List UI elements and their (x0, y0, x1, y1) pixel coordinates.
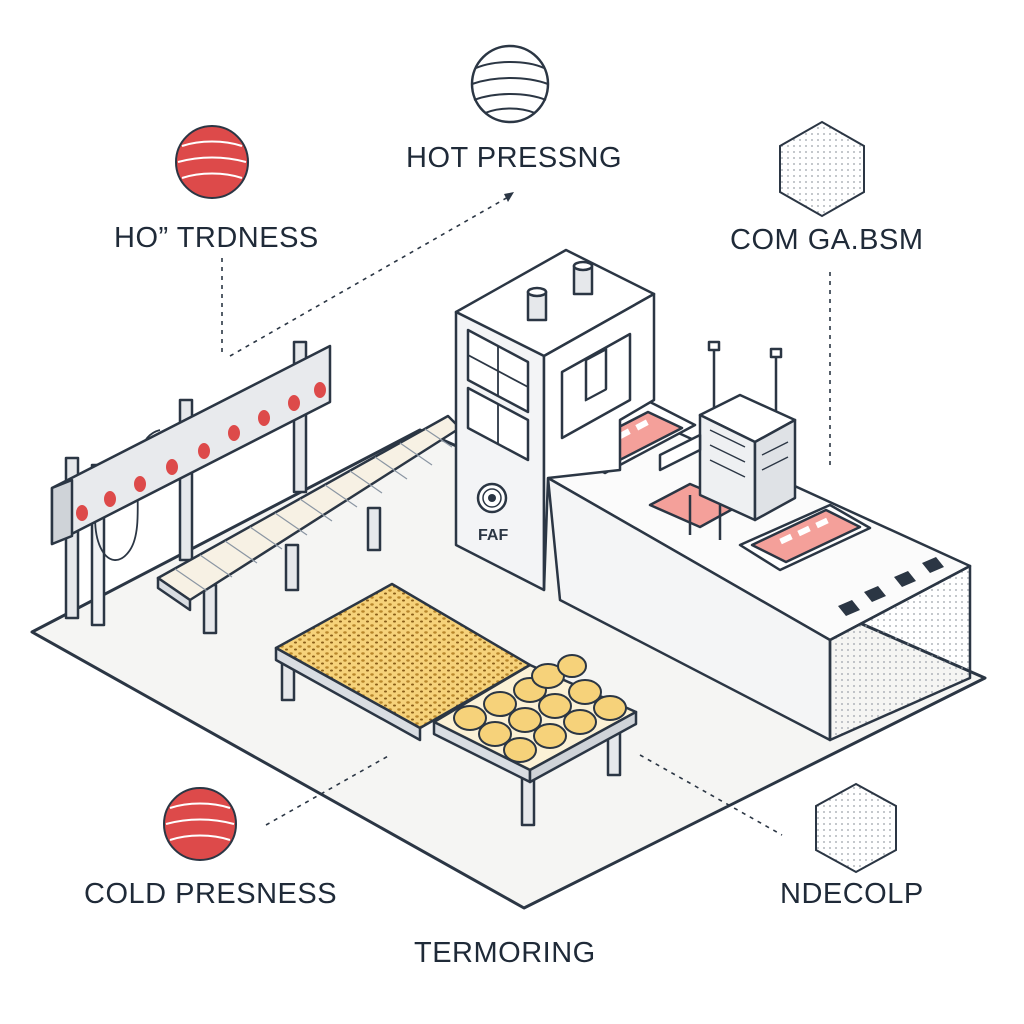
striped-sphere-icon (470, 44, 550, 124)
base-counter (546, 400, 972, 742)
pellet-pile (453, 654, 627, 763)
label-ndecolp: NDECOLP (780, 878, 924, 910)
red-striped-ball-icon (175, 125, 249, 199)
rack-station (50, 340, 332, 627)
dotted-hexagon-icon (779, 120, 865, 218)
machine-badge: FAF (478, 527, 508, 544)
arrowhead (504, 192, 514, 202)
dotted-hexagon-icon-bottom (815, 782, 897, 874)
label-com-gabsm: COM GA.BSM (730, 224, 924, 256)
leader-lines (221, 195, 831, 836)
label-termoring: TERMORING (414, 937, 596, 969)
main-tower (454, 248, 656, 592)
red-striped-ball-icon-bottom (163, 787, 237, 861)
press-machine (658, 340, 797, 540)
label-hot-pressing: HOT PRESSNG (406, 142, 623, 174)
label-cold-presness: COLD PRESNESS (84, 878, 338, 910)
label-hot-trdness: HO” TRDNESS (114, 222, 319, 254)
